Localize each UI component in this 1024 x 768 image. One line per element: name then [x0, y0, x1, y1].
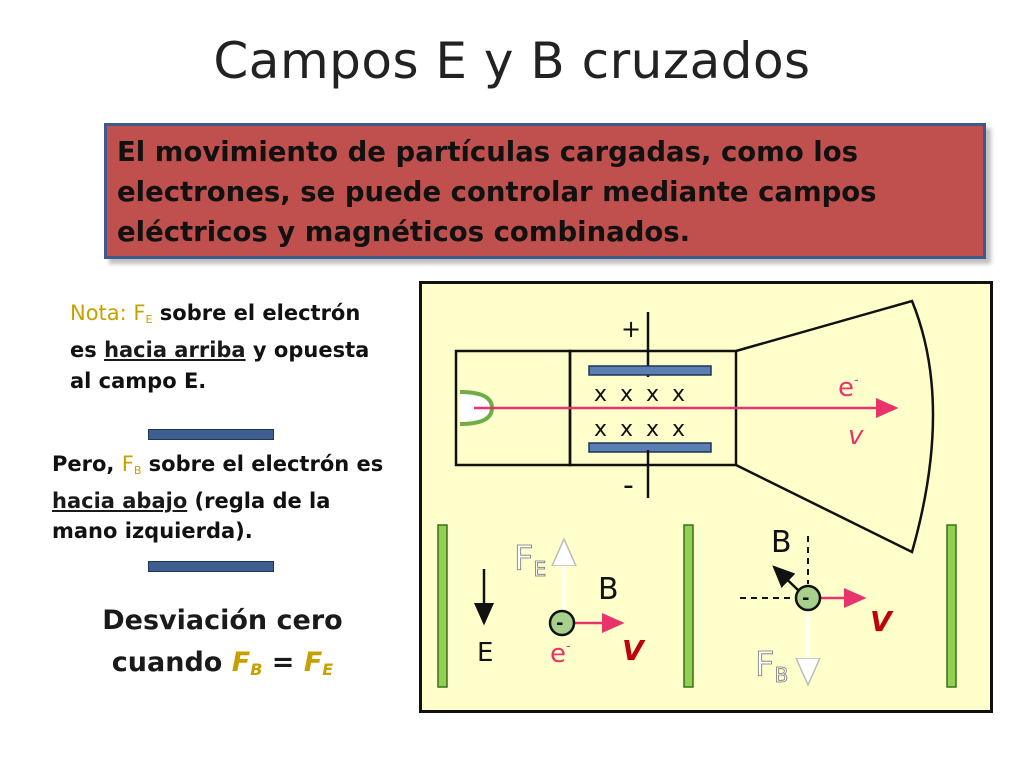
note2-text-b: sobre el electrón es: [141, 452, 384, 476]
crossed-fields-diagram: + - x x x x x x x x e- v E FE B - e- V B…: [419, 281, 993, 713]
b-field-into-page-row-2: x x x x: [594, 417, 688, 442]
note-text-a: sobre el electrón es: [70, 301, 361, 362]
velocity-label: v: [848, 421, 864, 451]
fe-force-label: FE: [514, 539, 546, 581]
note2-text-c: (regla de la mano izquierda).: [52, 489, 331, 543]
top-plate: [588, 365, 712, 376]
e-field-label: E: [477, 638, 493, 668]
field-plate-left: [437, 524, 448, 688]
left-velocity-label: V: [622, 634, 646, 667]
field-plate-right: [946, 524, 957, 688]
equals-sign: =: [262, 647, 304, 678]
note-text-b: y opuesta al campo E.: [70, 338, 370, 393]
note-prefix: Nota:: [70, 301, 134, 325]
intro-text: El movimiento de partículas cargadas, co…: [117, 136, 877, 248]
left-electron-icon: [548, 609, 576, 637]
note-underline: hacia arriba: [104, 338, 246, 362]
fb-subscript: B: [133, 464, 142, 477]
note2-text-a: Pero,: [52, 452, 122, 476]
conclusion-line2: cuando FB = FE: [60, 642, 385, 691]
slide-title: Campos E y B cruzados: [213, 32, 811, 90]
separator-bar-1: [148, 429, 274, 440]
conclusion-line1: Desviación cero: [102, 605, 343, 636]
fe-symbol: F: [133, 301, 146, 325]
plus-label: +: [621, 315, 641, 343]
note-fe: Nota: FE sobre el electrón es hacia arri…: [70, 298, 390, 397]
diagram-svg: + - x x x x x x x x e- v E FE B - e- V B…: [437, 299, 957, 688]
bottom-plate: [588, 442, 712, 453]
fb-symbol: F: [121, 452, 134, 476]
note2-underline: hacia abajo: [52, 489, 188, 513]
fe-subscript: E: [145, 313, 153, 326]
intro-callout: El movimiento de partículas cargadas, co…: [104, 123, 986, 259]
fb-force-label: FB: [755, 645, 788, 687]
electron-label: e-: [838, 373, 859, 403]
right-electron-charge: -: [802, 588, 809, 609]
right-b-label: B: [771, 525, 792, 560]
note-fb: Pero, FB sobre el electrón es hacia abaj…: [52, 449, 402, 546]
left-b-label: B: [598, 572, 619, 607]
fb-equation-symbol: F: [231, 647, 251, 678]
minus-label: -: [623, 468, 634, 503]
left-electron-charge: -: [556, 613, 563, 634]
right-b-arrow: [772, 565, 799, 591]
field-plate-middle: [683, 524, 694, 688]
fe-equation-symbol: F: [303, 647, 323, 678]
right-velocity-label: V: [870, 605, 894, 638]
left-electron-label: e-: [550, 639, 571, 669]
fe-equation-sub: E: [322, 660, 334, 679]
fb-equation-sub: B: [250, 660, 263, 679]
b-field-into-page-row-1: x x x x: [594, 382, 688, 407]
right-electron-icon: [794, 584, 822, 612]
separator-bar-2: [148, 561, 274, 572]
conclusion: Desviación cero cuando FB = FE: [60, 600, 385, 691]
conclusion-prefix: cuando: [111, 647, 232, 678]
